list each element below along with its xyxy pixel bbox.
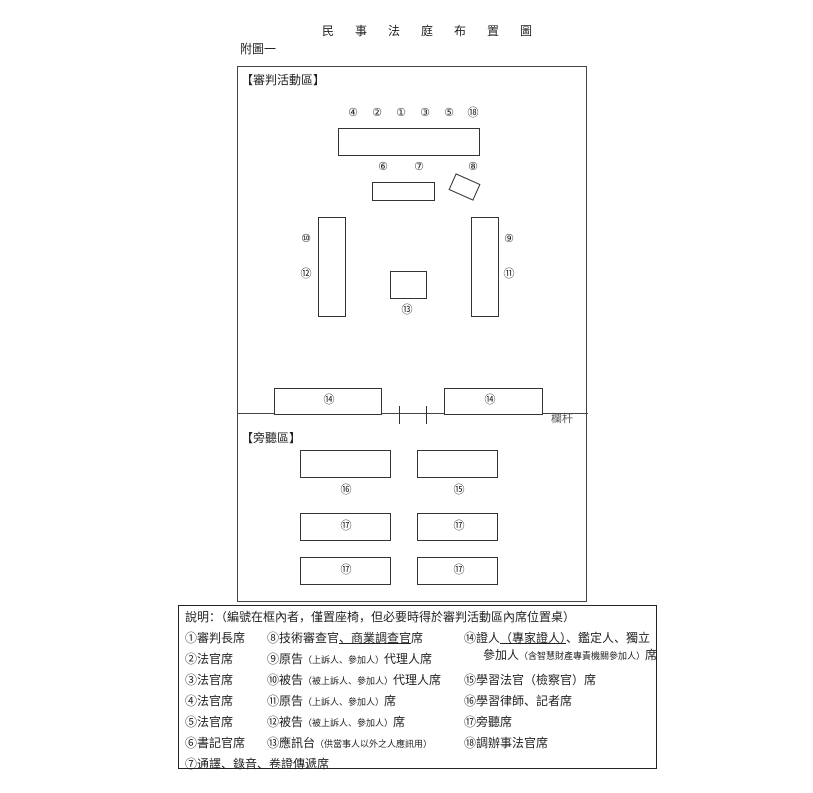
legend-text: （被上訴人、參加人） <box>303 719 394 729</box>
legend-item: ⑫被告（被上訴人、參加人）席 <box>267 715 405 732</box>
legend-text: ⑭證人 <box>464 631 501 645</box>
legend-text: ⑩被告 <box>267 673 304 687</box>
legend-text: （被上訴人、參加人） <box>303 677 394 687</box>
witness-seat-right <box>444 388 543 415</box>
witness-seat-left <box>274 388 382 415</box>
clerk-desk <box>372 182 435 201</box>
legend-item: ⑪原告（上訴人、參加人）席 <box>267 694 396 711</box>
seat-number: ③ <box>420 106 430 119</box>
seat-number: ④ <box>348 106 358 119</box>
seat-number: ⑥ <box>378 160 388 173</box>
gate-post <box>399 406 400 424</box>
legend-text: 席 <box>411 631 424 645</box>
gallery-zone-label: 【旁聽區】 <box>241 431 302 445</box>
plaintiff-table <box>471 217 499 317</box>
legend-item: ⑭證人（專家證人）、鑑定人、獨立 <box>464 631 650 646</box>
seat-number: ① <box>396 106 406 119</box>
legend-item: ⑤法官席 <box>185 715 234 729</box>
legend-text: 、鑑定人、獨立 <box>566 631 651 645</box>
witness-stand <box>390 271 427 299</box>
legend-item: ⑱調辦事法官席 <box>464 736 549 750</box>
legend-item: ②法官席 <box>185 652 234 666</box>
seat-number: ⑭ <box>484 393 496 406</box>
legend-item: ⑩被告（被上訴人、參加人）代理人席 <box>267 673 441 690</box>
legend-text: 參加人 <box>483 648 520 662</box>
railing-line <box>237 413 588 414</box>
legend-text: 席 <box>645 648 658 662</box>
gallery-bench <box>417 513 498 541</box>
legend-item: ⑦通譯、錄音、卷證傳遞席 <box>185 757 330 771</box>
legend-text: 席 <box>384 694 397 708</box>
page-title: 民事法庭布置圖 <box>322 24 554 38</box>
legend-item: 參加人（含智慧財產專責機關參加人）席 <box>483 648 657 665</box>
seat-number: ⑫ <box>300 267 312 280</box>
legend-text: ⑫被告 <box>267 715 304 729</box>
legend-item: ⑯學習律師、記者席 <box>464 694 573 708</box>
legend-text: ⑨原告 <box>267 652 304 666</box>
seat-number: ⑱ <box>467 106 479 119</box>
legend-text: ⑬應訊台 <box>267 736 316 750</box>
legend-text: ⑪原告 <box>267 694 304 708</box>
seat-number: ⑧ <box>468 160 478 173</box>
legend-text: （上訴人、參加人） <box>303 698 385 708</box>
legend-item: ⑥書記官席 <box>185 736 246 750</box>
gallery-bench <box>417 557 498 585</box>
seat-number: ⑰ <box>340 563 352 576</box>
legend-heading: 說明：（編號在框內者，僅置座椅，但必要時得於審判活動區內席位置桌） <box>185 610 576 624</box>
legend-item: ⑬應訊台（供當事人以外之人應訊用） <box>267 736 432 753</box>
gallery-bench-front-right <box>417 450 498 478</box>
judges-bench <box>338 128 480 156</box>
legend-box: 說明：（編號在框內者，僅置座椅，但必要時得於審判活動區內席位置桌） ①審判長席 … <box>178 605 657 771</box>
legend-text: （專家證人） <box>500 631 567 645</box>
legend-text: 、商業調查官 <box>339 631 412 645</box>
legend-text: （供當事人以外之人應訊用） <box>315 740 433 750</box>
seat-number: ② <box>372 106 382 119</box>
trial-zone-label: 【審判活動區】 <box>241 73 326 87</box>
railing-label: 欄杆 <box>551 412 573 425</box>
attachment-label: 附圖一 <box>240 42 277 56</box>
legend-text: （上訴人、參加人） <box>303 656 385 666</box>
gate-post <box>426 406 427 424</box>
legend-item: ⑮學習法官（檢察官）席 <box>464 673 597 687</box>
seat-number: ⑰ <box>453 519 465 532</box>
seat-number: ⑨ <box>504 232 514 245</box>
legend-item: ③法官席 <box>185 673 234 687</box>
seat-number: ⑮ <box>453 483 465 496</box>
gallery-bench <box>300 513 391 541</box>
legend-text: 代理人席 <box>384 652 433 666</box>
legend-text: （含智慧財產專責機關參加人） <box>519 652 646 662</box>
gallery-bench-front-left <box>300 450 391 478</box>
legend-item: ⑧技術審查官、商業調查官席 <box>267 631 423 646</box>
seat-number: ⑯ <box>340 483 352 496</box>
legend-item: ⑰旁聽席 <box>464 715 513 729</box>
legend-text: 席 <box>393 715 406 729</box>
seat-number: ⑬ <box>401 303 413 316</box>
seat-number: ⑤ <box>444 106 454 119</box>
seat-number: ⑪ <box>503 267 515 280</box>
legend-item: ④法官席 <box>185 694 234 708</box>
seat-number: ⑩ <box>301 232 311 245</box>
gallery-bench <box>300 557 391 585</box>
seat-number: ⑰ <box>453 563 465 576</box>
seat-number: ⑦ <box>414 160 424 173</box>
legend-item: ①審判長席 <box>185 631 246 645</box>
courtroom-frame <box>237 66 587 602</box>
seat-number: ⑭ <box>323 393 335 406</box>
legend-item: ⑨原告（上訴人、參加人）代理人席 <box>267 652 432 669</box>
defendant-table <box>318 217 346 317</box>
legend-text: 代理人席 <box>393 673 442 687</box>
legend-text: ⑧技術審查官 <box>267 631 340 645</box>
seat-number: ⑰ <box>340 519 352 532</box>
